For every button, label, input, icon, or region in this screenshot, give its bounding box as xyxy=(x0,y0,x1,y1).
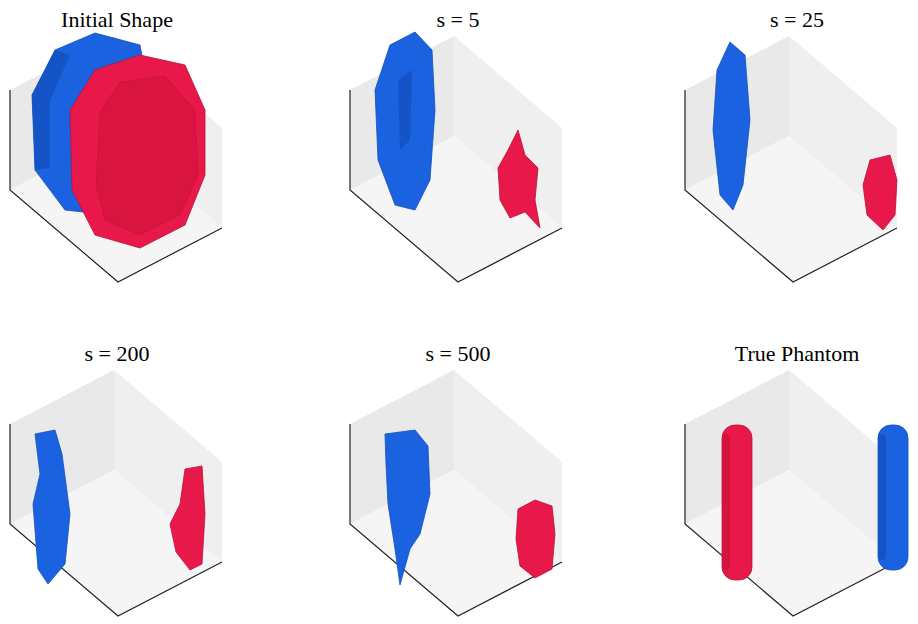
panel-title: True Phantom xyxy=(735,341,859,367)
panel-title: s = 500 xyxy=(426,341,491,367)
blue-shape xyxy=(713,42,750,210)
blue-shape xyxy=(33,430,70,584)
blue-shape xyxy=(375,32,435,210)
axes-box xyxy=(350,370,562,616)
axes-box xyxy=(685,36,897,282)
blue-facet xyxy=(878,434,886,560)
panel-title: s = 25 xyxy=(770,7,824,33)
plot-panel xyxy=(685,36,897,282)
axes-box xyxy=(10,36,222,282)
blue-facet xyxy=(32,50,70,170)
red-facet xyxy=(96,76,198,235)
blue-facet xyxy=(398,70,412,150)
red-rod xyxy=(722,425,752,580)
axes-box xyxy=(685,370,897,616)
red-shape xyxy=(516,500,555,578)
axes-box xyxy=(10,370,222,616)
red-shape xyxy=(70,55,205,248)
blue-rod xyxy=(878,425,908,570)
red-shape xyxy=(863,155,897,230)
panel-title: Initial Shape xyxy=(61,7,173,33)
panel-title: s = 5 xyxy=(437,7,480,33)
plot-panel xyxy=(10,370,222,616)
red-shape xyxy=(170,466,205,570)
red-facet xyxy=(722,434,730,570)
blue-shape xyxy=(385,430,430,585)
plot-panel xyxy=(10,33,222,282)
plot-panel xyxy=(685,370,908,616)
plot-panel xyxy=(350,370,562,616)
panel-title: s = 200 xyxy=(85,341,150,367)
red-shape xyxy=(498,130,540,228)
plot-panel xyxy=(350,32,562,282)
